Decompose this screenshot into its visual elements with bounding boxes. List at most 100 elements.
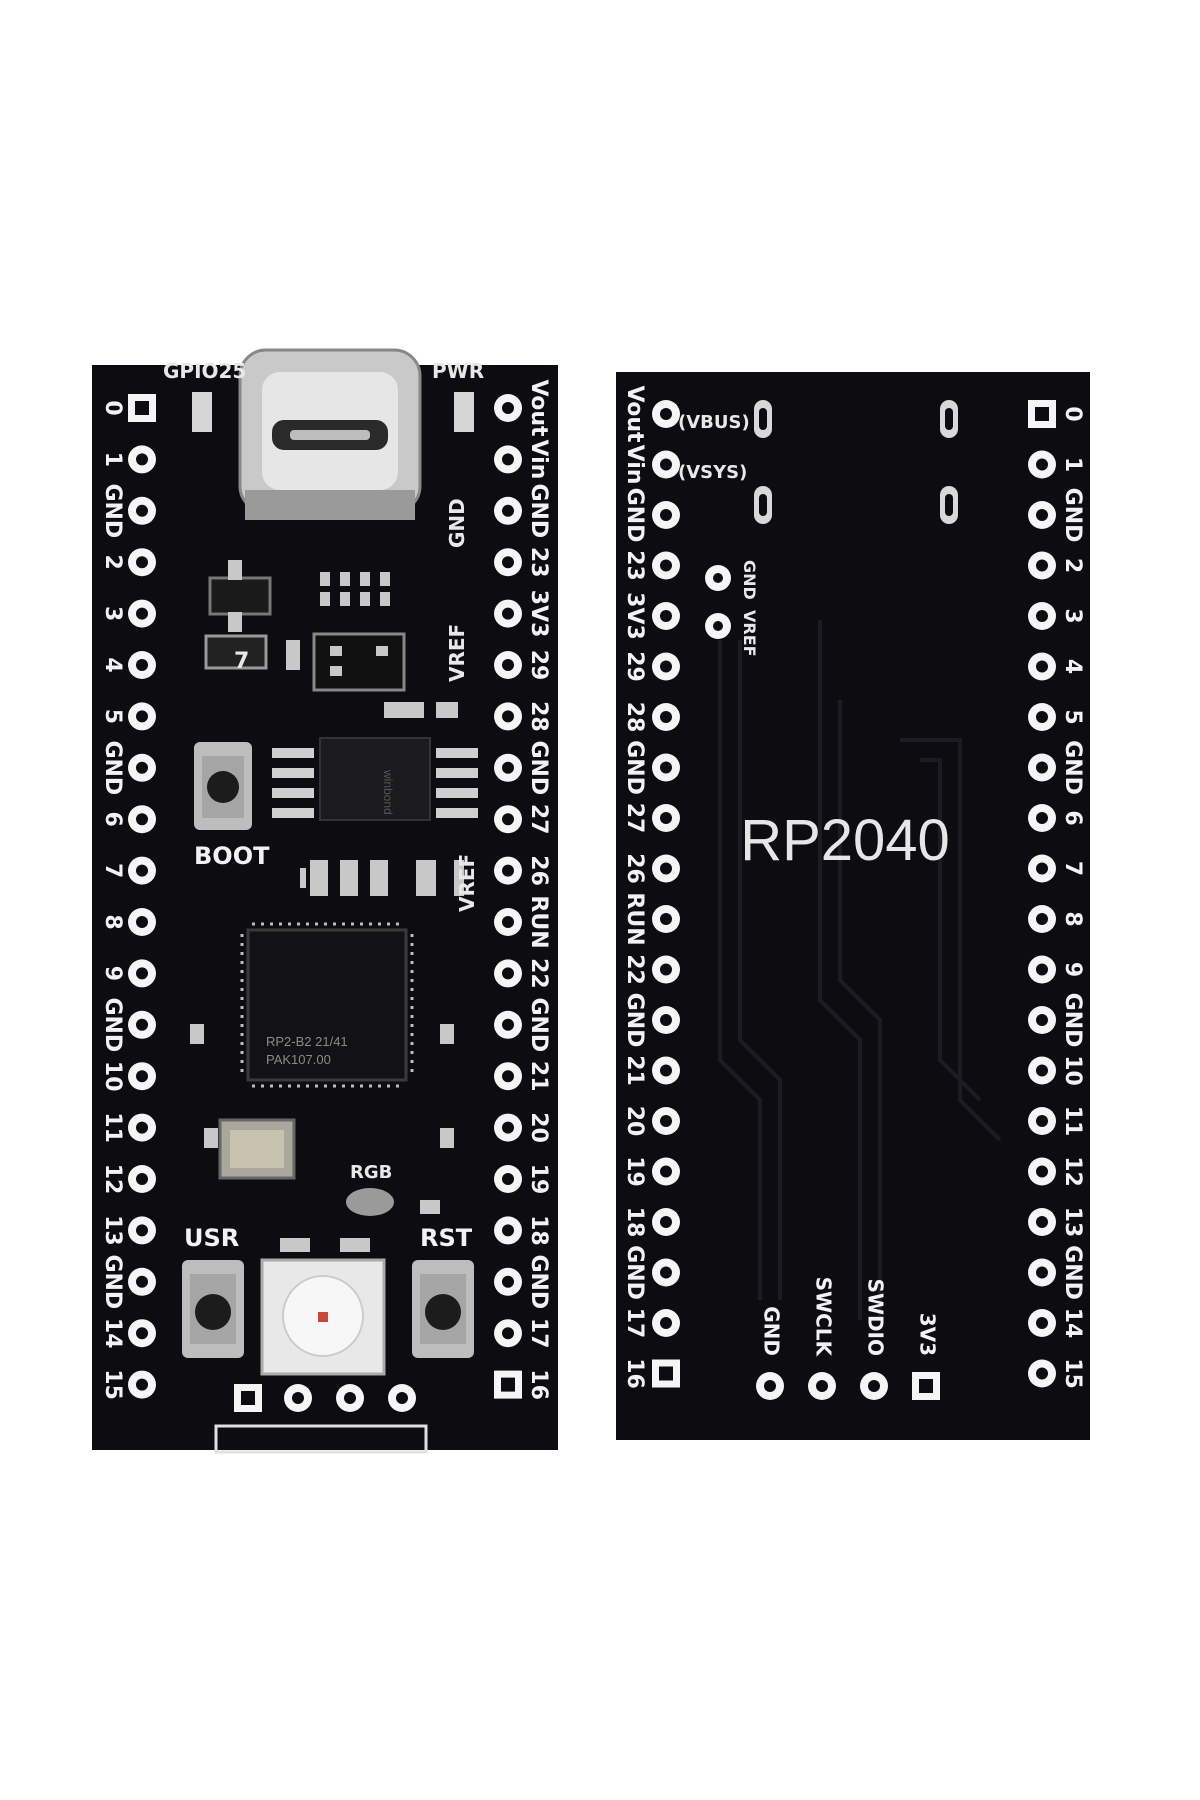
front-left-pin-label-19: 15	[100, 1369, 125, 1400]
back-left-pin-label-18: 17	[622, 1308, 647, 1339]
back-left-pin-hole-10	[660, 913, 672, 925]
front-left-pin-label-4: 3	[100, 606, 125, 621]
front-left-pin-hole-4	[136, 607, 148, 620]
back-right-pin-label-15: 12	[1060, 1156, 1085, 1187]
back-left-pin-label-7: GND	[622, 740, 647, 795]
back-right-pin-label-7: GND	[1060, 740, 1085, 795]
back-right-pin-hole-15	[1036, 1165, 1048, 1178]
front-left-pin-hole-11	[136, 967, 148, 980]
front-left-pin-label-8: 6	[100, 812, 125, 827]
front-left-pin-label-10: 8	[100, 914, 125, 929]
back-left-pin-hole-9	[660, 862, 672, 875]
back-right-pin-hole-16	[1036, 1216, 1048, 1228]
back-left-pin-hole-16	[660, 1216, 672, 1228]
back-left-pin-label-9: 26	[622, 853, 647, 884]
back-right-pin-label-10: 8	[1060, 911, 1085, 926]
front-left-pin-label-5: 4	[100, 657, 125, 672]
front-left-pin-label-18: 14	[100, 1318, 125, 1349]
front-right-pin-hole-16	[502, 1224, 514, 1237]
back-left-pin-label-0: Vout	[622, 385, 647, 443]
back-right-pin-label-3: 2	[1060, 558, 1085, 573]
front-right-header: VoutVinGND233V32928GND2726RUN22GND212019…	[494, 379, 551, 1400]
back-right-pin-hole-14	[1036, 1115, 1048, 1127]
chip-marking-1: RP2-B2 21/41	[266, 1034, 348, 1049]
back-left-pin-hole-14	[660, 1115, 672, 1127]
front-right-pin-label-7: GND	[526, 740, 551, 795]
gnd-pad-label: GND	[740, 560, 759, 600]
front-left-pin-label-17: GND	[100, 1254, 125, 1309]
back-right-pin-hole-13	[1036, 1064, 1048, 1077]
back-right-pin-hole-19	[1036, 1367, 1048, 1380]
back-right-pin-hole-17	[1036, 1266, 1048, 1279]
back-right-pin-hole-0	[1035, 407, 1049, 421]
front-right-pin-hole-9	[502, 864, 514, 877]
front-right-pin-label-19: 16	[526, 1369, 551, 1400]
front-right-pin-label-0: Vout	[526, 379, 551, 437]
back-right-pin-label-13: 10	[1060, 1055, 1085, 1086]
front-right-pin-hole-8	[502, 813, 514, 826]
front-left-pin-hole-18	[136, 1327, 148, 1340]
front-left-pin-hole-19	[136, 1378, 148, 1391]
front-left-pin-hole-3	[136, 556, 148, 569]
back-left-pin-hole-11	[660, 963, 672, 976]
debug-hole-2	[868, 1380, 880, 1392]
back-right-pin-hole-7	[1036, 761, 1048, 774]
front-right-pin-hole-15	[502, 1173, 514, 1185]
back-left-pin-label-17: GND	[622, 1245, 647, 1300]
front-left-pin-label-14: 11	[100, 1112, 125, 1143]
back-left-pin-label-19: 16	[622, 1358, 647, 1389]
rp2040-chip: RP2-B2 21/41 PAK107.00	[240, 922, 414, 1088]
back-pcb	[616, 372, 1090, 1440]
vsys-label: (VSYS)	[678, 462, 747, 483]
debug-label-2: SWDIO	[864, 1278, 888, 1356]
front-right-pin-hole-2	[502, 504, 514, 517]
front-gnd-label: GND	[445, 498, 469, 548]
back-left-pin-label-5: 29	[622, 651, 647, 682]
back-right-pin-label-12: GND	[1060, 993, 1085, 1048]
front-right-pin-hole-17	[502, 1275, 514, 1288]
front-left-pin-label-2: GND	[100, 483, 125, 538]
front-right-pin-hole-19	[501, 1377, 515, 1392]
front-right-pin-label-18: 17	[526, 1318, 551, 1349]
rst-button[interactable]	[412, 1260, 474, 1358]
front-left-pin-hole-15	[136, 1173, 148, 1185]
front-right-pin-hole-18	[502, 1327, 514, 1340]
pcb-traces	[718, 620, 1002, 1320]
crystal-oscillator	[218, 1118, 296, 1180]
front-right-pin-hole-12	[502, 1018, 514, 1031]
debug-hole-0	[764, 1380, 776, 1392]
usb-pads	[754, 400, 958, 524]
back-right-pin-label-19: 15	[1060, 1358, 1085, 1389]
debug-label-1: SWCLK	[812, 1277, 836, 1358]
front-left-pin-hole-13	[136, 1070, 148, 1083]
front-right-pin-hole-13	[502, 1070, 514, 1083]
board-title: RP2040	[740, 808, 950, 873]
back-left-pin-hole-12	[660, 1014, 672, 1026]
back-left-pin-hole-6	[660, 711, 672, 723]
debug-label-0: GND	[760, 1306, 784, 1356]
front-right-pin-hole-5	[502, 659, 514, 671]
back-left-pin-hole-13	[660, 1064, 672, 1077]
front-right-pin-hole-3	[502, 556, 514, 569]
front-left-pin-hole-7	[136, 761, 148, 774]
front-left-pin-label-12: GND	[100, 997, 125, 1052]
front-left-pin-hole-1	[136, 453, 148, 466]
front-left-pin-label-11: 9	[100, 966, 125, 981]
front-left-pin-label-15: 12	[100, 1164, 125, 1195]
boot-button[interactable]	[194, 742, 252, 830]
usr-button[interactable]	[182, 1260, 244, 1358]
back-right-pin-hole-2	[1036, 509, 1048, 521]
back-right-pin-hole-3	[1036, 559, 1048, 572]
front-right-pin-hole-1	[502, 453, 514, 466]
boot-label: BOOT	[194, 842, 270, 870]
debug-hole-3	[919, 1379, 933, 1393]
front-left-pin-hole-14	[136, 1121, 148, 1134]
front-left-pin-hole-0	[135, 401, 149, 415]
front-left-pin-label-0: 0	[100, 400, 125, 415]
front-left-pin-label-7: GND	[100, 740, 125, 795]
back-left-pin-hole-5	[660, 660, 672, 673]
front-right-pin-label-4: 3V3	[526, 590, 551, 638]
regulator-mark: 7	[234, 649, 249, 674]
